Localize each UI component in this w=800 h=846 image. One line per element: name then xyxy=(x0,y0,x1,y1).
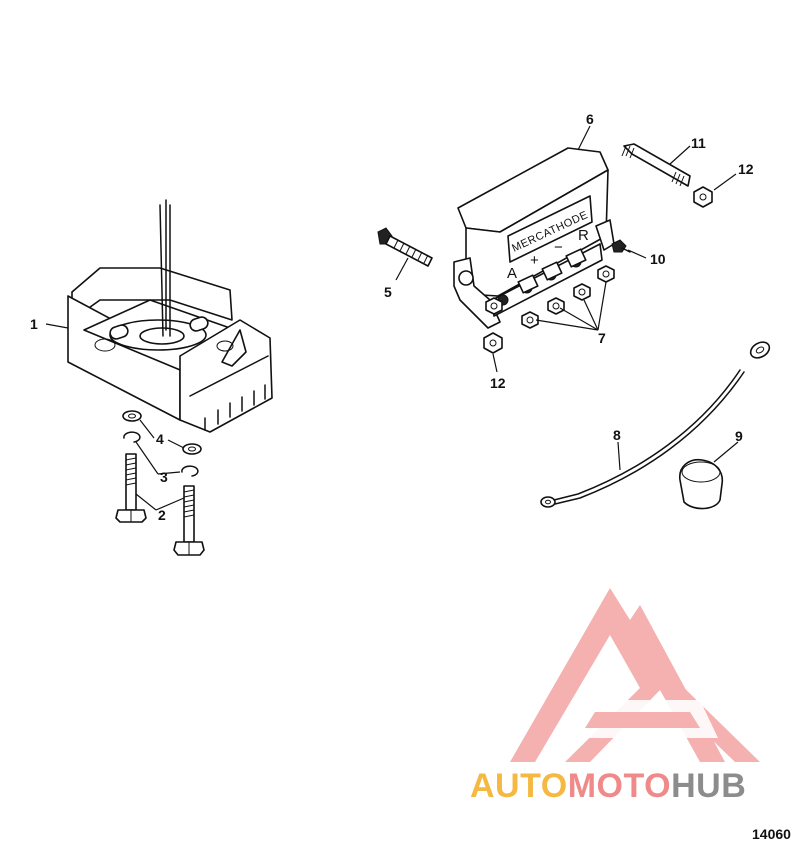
callout-5: 5 xyxy=(384,284,392,300)
callout-3: 3 xyxy=(160,469,168,485)
callout-11: 11 xyxy=(691,135,706,151)
callout-12-bottom: 12 xyxy=(490,375,506,391)
callout-10: 10 xyxy=(650,251,666,267)
controller-screw xyxy=(377,227,433,267)
callout-6: 6 xyxy=(586,111,594,127)
mercathode-controller: MERCATHODE A + − R xyxy=(453,147,615,329)
callout-7: 7 xyxy=(598,330,606,346)
mounting-bolts xyxy=(115,453,205,556)
terminal-cap xyxy=(679,458,724,510)
anode-bracket xyxy=(67,199,273,433)
hex-nuts xyxy=(483,186,713,354)
callout-2: 2 xyxy=(158,507,166,523)
callout-8: 8 xyxy=(613,427,621,443)
lock-washers xyxy=(123,431,199,477)
figure-number: 14060 xyxy=(752,826,791,842)
terminal-label-plus: + xyxy=(530,252,539,269)
small-screw xyxy=(611,239,631,253)
callout-12-top: 12 xyxy=(738,161,754,177)
mounting-stud xyxy=(621,143,691,187)
watermark-text: AUTOMOTOHUB xyxy=(470,767,746,805)
terminal-label-a: A xyxy=(507,265,517,282)
terminal-label-r: R xyxy=(578,227,589,244)
watermark-hub: HUB xyxy=(671,767,746,805)
svg-text:AUTOMOTOHUB: AUTOMOTOHUB xyxy=(470,767,746,805)
watermark-moto: MOTO xyxy=(568,767,671,805)
anode-wire xyxy=(540,341,771,508)
watermark-auto: AUTO xyxy=(470,767,568,805)
terminal-nuts xyxy=(485,265,615,329)
controller-terminals xyxy=(497,248,587,306)
callout-1: 1 xyxy=(30,316,38,332)
callout-labels: 1 2 3 4 5 6 7 8 9 10 11 12 12 xyxy=(30,111,754,523)
flat-washers xyxy=(122,410,202,455)
callout-4: 4 xyxy=(156,431,164,447)
terminal-label-minus: − xyxy=(554,239,563,256)
callout-9: 9 xyxy=(735,428,743,444)
watermark-logo-icon xyxy=(510,588,760,762)
leader-lines xyxy=(45,125,739,511)
